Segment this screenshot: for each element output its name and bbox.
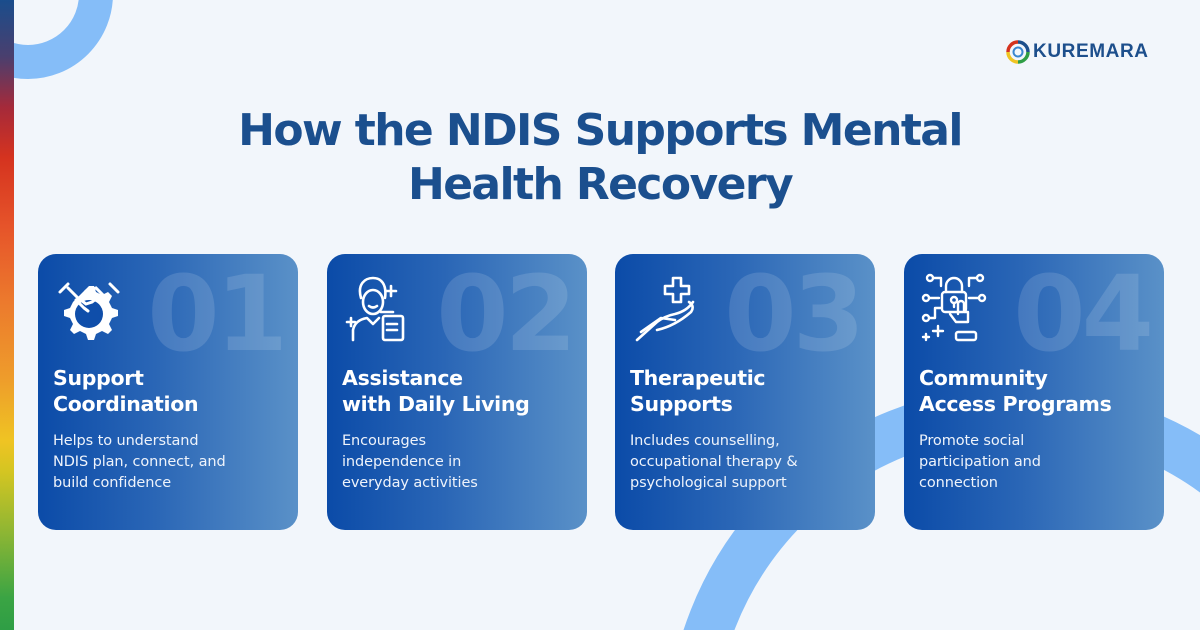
network-lock-hand-icon [921, 273, 987, 342]
card-heading: Assistance with Daily Living [342, 366, 530, 416]
rainbow-side-bar-overlay [0, 0, 14, 630]
card-therapeutic-supports: 03 Therapeutic Supports Includes counsel… [615, 254, 875, 530]
card-support-coordination: 01 Support Coordination Helps to underst… [38, 254, 298, 530]
card-description: Includes counselling, occupational thera… [630, 433, 798, 491]
card-number: 02 [436, 254, 577, 375]
page-title: How the NDIS Supports Mental Health Reco… [200, 104, 1000, 212]
card-heading: Therapeutic Supports [630, 366, 766, 416]
person-document-icon [345, 276, 405, 342]
logo-text: KUREMARA [1033, 41, 1149, 62]
card-description: Promote social participation and connect… [919, 433, 1041, 491]
kuremara-logo[interactable]: KUREMARA [1006, 40, 1149, 64]
card-number: 04 [1013, 254, 1154, 375]
card-community-access: 04 Community Access Programs Promote soc… [904, 254, 1164, 530]
card-daily-living: 02 Assistance with Daily Living Encourag… [327, 254, 587, 530]
card-number: 03 [724, 254, 865, 375]
top-left-arc [0, 0, 113, 79]
card-description: Encourages independence in everyday acti… [342, 433, 478, 491]
hand-medical-cross-icon [635, 276, 695, 342]
card-number: 01 [147, 254, 288, 375]
swirl-ring-icon [1006, 40, 1030, 64]
title-line-1: How the NDIS Supports Mental [238, 105, 963, 156]
card-heading: Community Access Programs [919, 366, 1112, 416]
handshake-gear-icon [58, 282, 120, 340]
title-line-2: Health Recovery [407, 159, 794, 210]
card-description: Helps to understand NDIS plan, connect, … [53, 433, 226, 491]
card-heading: Support Coordination [53, 366, 199, 416]
